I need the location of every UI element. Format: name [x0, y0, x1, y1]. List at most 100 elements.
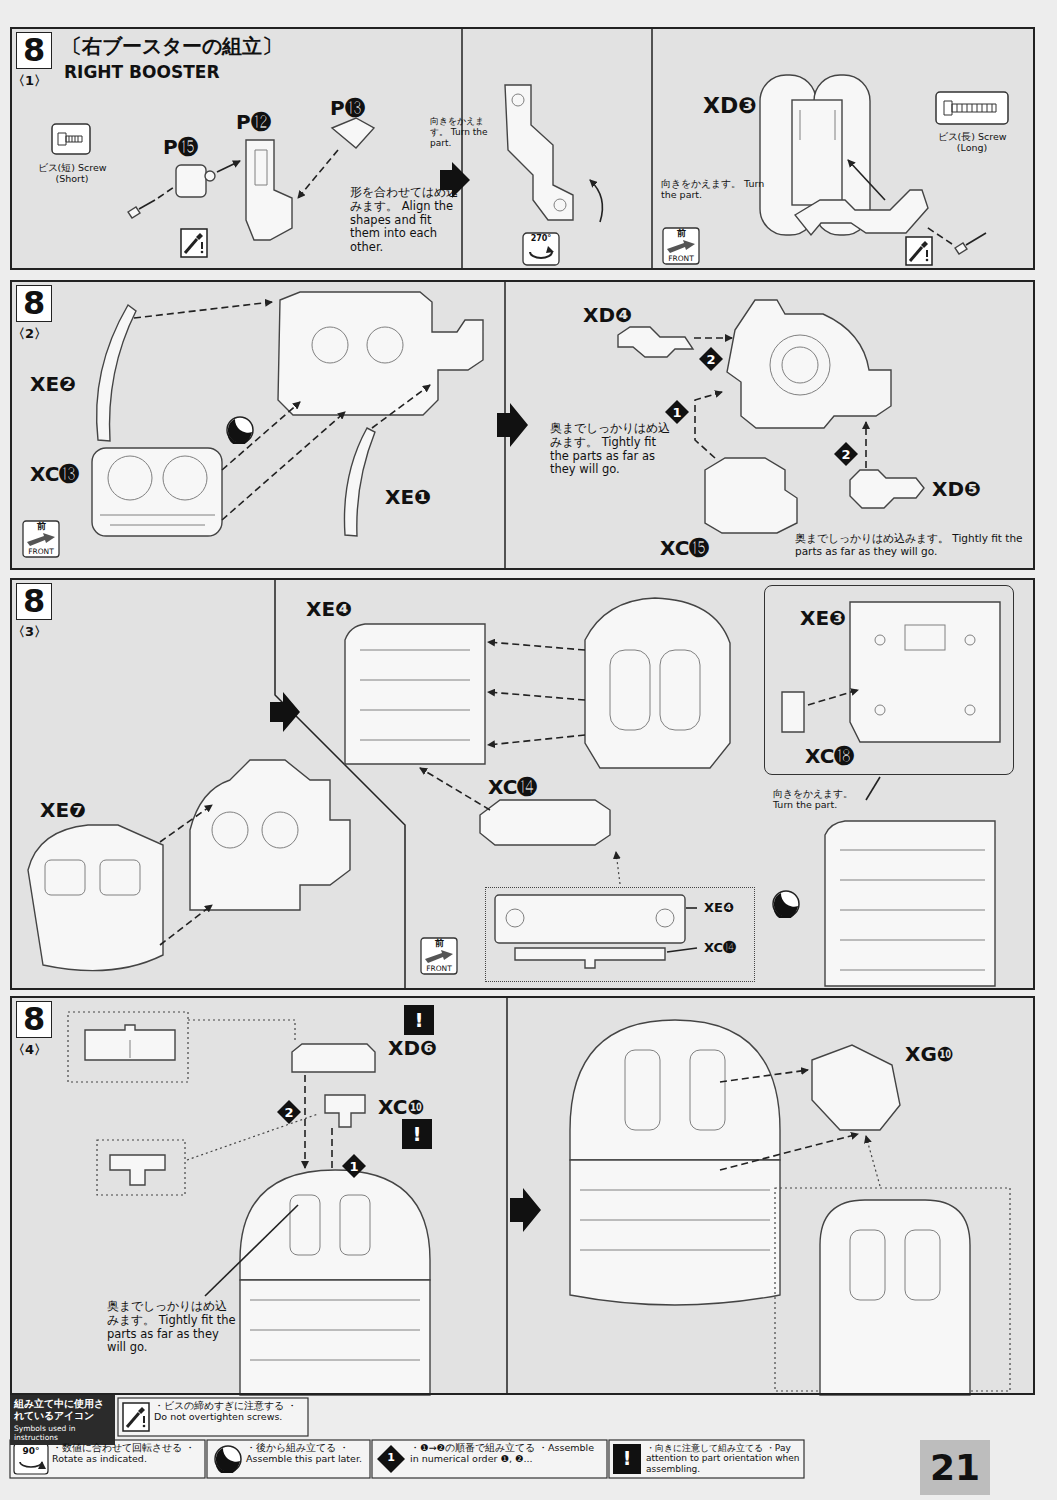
blk-polygon — [497, 403, 528, 447]
part-circle — [205, 171, 215, 181]
dot-path — [866, 1136, 880, 1186]
blk-polygon — [270, 692, 300, 732]
det-circle — [770, 335, 830, 395]
panel-2-art — [92, 280, 924, 570]
det-circle — [875, 705, 885, 715]
dot-path — [188, 1020, 295, 1042]
legend-text: ・数値に合わせて回転させる ・Rotate as indicated. — [52, 1443, 202, 1465]
dash-path — [372, 385, 430, 428]
dash-path — [865, 422, 867, 468]
order-diamond: 2 — [834, 442, 858, 466]
dash-path — [694, 337, 732, 339]
part-label: XE❸ — [800, 606, 846, 630]
icon-caption: 270° — [522, 234, 560, 244]
legend-art — [10, 1398, 804, 1478]
det-circle — [965, 635, 975, 645]
blk-rect — [613, 1444, 641, 1474]
step-number: 8 — [16, 583, 52, 620]
part-path — [128, 207, 140, 218]
icon-art — [930, 91, 1014, 131]
legend-header: 組み立て中に使用されているアイコンSymbols used in instruc… — [10, 1395, 115, 1445]
dash-path — [420, 768, 490, 810]
dash-path — [925, 226, 952, 244]
rule-line — [506, 996, 508, 1395]
det-path — [255, 150, 267, 185]
sol-line — [217, 161, 240, 172]
part-rect — [495, 895, 685, 943]
dash-path — [304, 1075, 306, 1168]
part-path — [240, 1170, 430, 1280]
dash-path — [158, 187, 174, 198]
part-path — [505, 85, 573, 220]
icon-caption: FRONT — [22, 547, 60, 556]
part-path — [850, 602, 1000, 742]
substep-number: 〈3〉 — [12, 624, 52, 640]
inset-box: XE❹XC⓮ — [485, 887, 755, 982]
blk-polygon — [510, 1188, 541, 1232]
polygon — [834, 442, 858, 466]
icon-caption: FRONT — [420, 964, 458, 973]
part-label: P⓯ — [163, 135, 198, 159]
dash-path — [488, 735, 585, 745]
rect — [10, 996, 1035, 1395]
caution-mark: ! — [404, 1005, 434, 1035]
det-rect — [690, 1050, 725, 1130]
dash-path — [222, 402, 300, 470]
part-rect — [92, 448, 222, 536]
part-label: XC⓭ — [30, 462, 79, 486]
substep-number: 〈4〉 — [12, 1042, 52, 1058]
note-text: 形を合わせてはめ込みます。 Align the shapes and fit t… — [350, 186, 462, 255]
screw-icon: ビス(短) Screw (Short) — [32, 122, 115, 188]
dash-path — [160, 905, 212, 945]
part-path — [705, 458, 797, 533]
dash-path — [695, 392, 722, 458]
dash-path — [298, 150, 338, 198]
note-text: 奥までしっかりはめ込みます。 Tightly fit the parts as … — [795, 532, 1031, 557]
dash-path — [720, 1134, 858, 1170]
part-path — [618, 327, 693, 357]
det-rect — [905, 1230, 940, 1300]
icon-text: 1 — [378, 1451, 404, 1464]
part-label: P⓬ — [236, 110, 271, 134]
step-number: 8 — [16, 285, 52, 322]
dash-path — [488, 692, 585, 700]
part-path — [570, 1020, 780, 1160]
det-rect — [905, 625, 945, 650]
rect — [663, 228, 699, 264]
use — [906, 237, 932, 265]
order-number: 1 — [342, 1154, 366, 1178]
icon-art — [32, 122, 112, 162]
caution-box: ! — [404, 1005, 434, 1035]
part-path — [190, 760, 350, 910]
polygon — [425, 950, 453, 963]
icon-caption: ビス(短) Screw (Short) — [32, 162, 112, 185]
dot-rect — [97, 1140, 185, 1195]
det-circle — [108, 456, 152, 500]
det-path — [250, 1300, 420, 1360]
det-rect — [625, 1050, 660, 1130]
dot-rect — [68, 1012, 188, 1082]
sol-path — [866, 777, 880, 800]
part-label: XE❷ — [30, 372, 76, 396]
part-path — [97, 305, 136, 441]
part-path — [28, 825, 163, 971]
front-icon: 前FRONT — [420, 937, 461, 976]
part-label: P⓭ — [330, 96, 365, 120]
substep-number: 〈2〉 — [12, 326, 52, 342]
part-path — [85, 1025, 175, 1060]
icon-caption: 前 — [662, 228, 700, 239]
rect — [936, 92, 1008, 124]
polygon — [667, 240, 695, 253]
part-path — [240, 1280, 430, 1395]
det-circle — [965, 705, 975, 715]
step-panel: 8〈2〉前FRONT212 — [10, 280, 1035, 570]
lbox-rect — [10, 1440, 205, 1478]
page-number: 21 — [920, 1440, 990, 1495]
path — [530, 252, 552, 258]
panel-4-art — [68, 996, 1010, 1395]
dash-path — [134, 302, 272, 318]
legend-text: ・向きに注意して組み立てる ・Pay attention to part ori… — [646, 1443, 802, 1474]
note-text: 向きをかえます。 Turn the part. — [430, 116, 492, 148]
part-path — [325, 1095, 365, 1127]
